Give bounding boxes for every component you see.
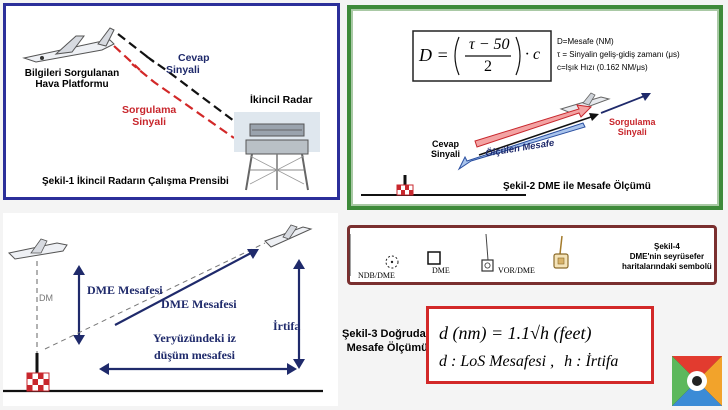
- ground-distance-label: Yeryüzündeki iz düşüm mesafesi: [153, 330, 236, 364]
- ground-station-icon: [396, 175, 414, 196]
- los-formula-panel: d (nm) = 1.1√h (feet) d : LoS Mesafesi ,…: [426, 306, 654, 384]
- measured-distance-line: [478, 116, 592, 156]
- slant-dme-arrowhead: [247, 249, 259, 259]
- interrogation-label-line1: Sorgulama: [122, 104, 177, 116]
- brand-logo-icon: [672, 356, 722, 406]
- ground-arrowhead-right: [287, 363, 297, 375]
- map-symbol-needle: [559, 235, 563, 255]
- interrogation-arrow: [474, 104, 593, 148]
- formula-denominator: 2: [484, 58, 492, 75]
- ground-distance-line2: düşüm mesafesi: [154, 348, 236, 362]
- formula-numerator: τ − 50: [469, 36, 510, 53]
- map-dme-symbol-inner: [557, 257, 565, 265]
- dme-measurement-panel: D = τ − 50 2 · c D=Mesafe (NM) τ = Sinya…: [347, 5, 723, 210]
- dme-symbols-drawing: [349, 233, 569, 276]
- legend-tau: τ = Sinyalin geliş-gidiş zamanı (μs): [557, 50, 680, 59]
- dme-label: DME: [432, 266, 450, 275]
- ndb-dme-label: NDB/DME: [358, 271, 395, 280]
- direct-distance-drawing: [3, 224, 323, 393]
- dm-fragment-label: DM: [39, 293, 53, 303]
- slant-dme-arrow: [114, 252, 252, 326]
- left-dme-label: DME Mesafesi: [87, 283, 163, 297]
- figure1-caption: Şekil-1 İkincil Radarın Çalışma Prensibi: [42, 176, 229, 187]
- dme-symbols-panel: NDB/DME DME VOR/DME Şekil-4 DME'nin seyr…: [347, 225, 717, 285]
- figure4-caption-line1: Şekil-4: [654, 242, 680, 251]
- figure3-caption-line2: Mesafe Ölçümü: [346, 342, 428, 354]
- vor-dme-needle: [485, 233, 489, 261]
- los-formula-line2: d : LoS Mesafesi , h : İrtifa: [439, 353, 618, 371]
- business-jet-icon: [22, 27, 115, 63]
- secondary-radar-drawing: [22, 27, 320, 191]
- vor-dme-label: VOR/DME: [498, 266, 535, 275]
- reply-signal-line: [117, 33, 239, 125]
- dme-symbol-icon: [427, 251, 441, 265]
- reply-label-line1: Cevap: [432, 139, 460, 149]
- altitude-arrowhead-down: [293, 359, 305, 369]
- reply-label-line2: Sinyali: [166, 64, 200, 76]
- sorgulama-arrow: [600, 94, 648, 114]
- formula-lhs: D =: [419, 45, 449, 65]
- reply-label-line2: Sinyali: [431, 149, 461, 159]
- figure4-caption-line2: DME'nin seyrüsefer: [629, 252, 705, 261]
- ground-distance-line1: Yeryüzündeki iz: [153, 331, 237, 345]
- figure2-caption: Şekil-2 DME ile Mesafe Ölçümü: [503, 181, 651, 192]
- reply-label-line1: Cevap: [178, 52, 210, 64]
- ground-arrowhead-left: [99, 363, 109, 375]
- interrogation-label-line1: Sorgulama: [609, 117, 656, 127]
- reply-arrow: [457, 122, 586, 171]
- left-aircraft-icon: [7, 238, 68, 260]
- reply-signal-label: Cevap Sinyali: [431, 139, 460, 159]
- interrogation-label-line2: Sinyali: [132, 116, 167, 128]
- vor-dme-symbol-icon: [481, 259, 494, 272]
- left-dme-arrowhead-down: [73, 335, 85, 345]
- sorgulama-arrowhead: [641, 93, 651, 101]
- ndb-dme-center-dot: [390, 260, 394, 264]
- formula-tail: · c: [525, 46, 541, 63]
- interrogation-label-line2: Sinyali: [617, 127, 647, 137]
- left-dme-arrowhead-up: [73, 265, 85, 275]
- los-definition: d : LoS Mesafesi ,: [439, 353, 555, 370]
- legend-distance: D=Mesafe (NM): [557, 37, 614, 46]
- right-paren: [515, 36, 521, 76]
- direct-distance-panel: DM DME Mesafesi DME Mesafesi İrtifa Yery…: [3, 213, 338, 406]
- figure4-caption: Şekil-4 DME'nin seyrüsefer haritalarında…: [622, 242, 712, 272]
- radar-label: İkincil Radar: [250, 94, 313, 106]
- ground-station-icon: [26, 353, 50, 392]
- platform-label-line1: Bilgileri Sorgulanan: [24, 68, 120, 79]
- platform-label: Bilgileri Sorgulanan Hava Platformu: [18, 68, 126, 90]
- reply-signal-label: Cevap Sinyali: [166, 52, 210, 76]
- altitude-definition: h : İrtifa: [564, 353, 619, 370]
- figure3-caption: Şekil-3 Doğrudan Mesafe Ölçümü: [342, 327, 432, 355]
- los-formula-line1: d (nm) = 1.1√h (feet): [439, 323, 592, 343]
- small-aircraft-icon: [559, 92, 611, 114]
- right-aircraft-icon: [264, 224, 313, 248]
- figure3-caption-line1: Şekil-3 Doğrudan: [342, 328, 433, 340]
- measured-distance-arrowhead: [589, 113, 599, 121]
- secondary-radar-panel: Bilgileri Sorgulanan Hava Platformu Ceva…: [3, 3, 340, 200]
- formula-box: [412, 30, 552, 82]
- altitude-label: İrtifa: [273, 319, 301, 333]
- altitude-arrowhead-up: [293, 259, 305, 269]
- ndb-dme-symbol-icon: [385, 255, 399, 269]
- interrogation-signal-label: Sorgulama Sinyali: [609, 117, 656, 137]
- slant-dashed-line: [44, 242, 266, 350]
- formula-legend: D=Mesafe (NM) τ = Sinyalin geliş-gidiş z…: [557, 35, 680, 74]
- interrogation-signal-line: [113, 45, 235, 139]
- figure4-caption-line3: haritalarındaki sembolü: [622, 262, 712, 271]
- radar-tower-icon: [234, 112, 320, 191]
- brand-logo: [672, 356, 722, 406]
- left-paren: [454, 36, 460, 76]
- interrogation-signal-label: Sorgulama Sinyali: [122, 104, 176, 128]
- legend-speed: c=Işık Hızı (0.162 NM/μs): [557, 63, 648, 72]
- dme-measurement-drawing: [361, 30, 651, 196]
- platform-label-line2: Hava Platformu: [35, 79, 109, 90]
- slant-dme-label: DME Mesafesi: [161, 297, 237, 311]
- vor-dme-inner-dot: [484, 262, 491, 269]
